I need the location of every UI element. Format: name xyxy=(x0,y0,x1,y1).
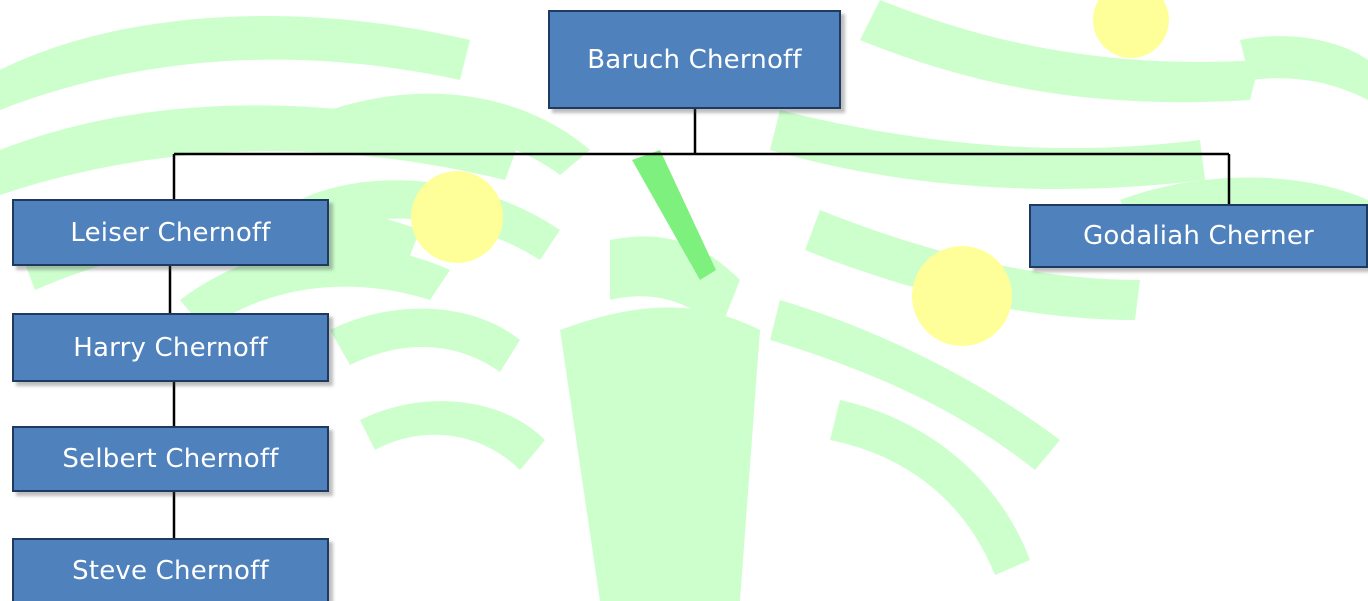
node-label: Steve Chernoff xyxy=(72,555,269,586)
node-harry-chernoff: Harry Chernoff xyxy=(12,313,329,382)
node-godaliah-cherner: Godaliah Cherner xyxy=(1029,204,1368,268)
node-label: Baruch Chernoff xyxy=(587,44,802,75)
node-label: Selbert Chernoff xyxy=(62,444,279,474)
node-selbert-chernoff: Selbert Chernoff xyxy=(12,426,329,492)
node-baruch-chernoff: Baruch Chernoff xyxy=(548,10,841,109)
node-label: Godaliah Cherner xyxy=(1083,221,1314,251)
node-leiser-chernoff: Leiser Chernoff xyxy=(12,199,329,266)
node-label: Harry Chernoff xyxy=(73,332,268,363)
node-steve-chernoff: Steve Chernoff xyxy=(12,538,329,601)
node-label: Leiser Chernoff xyxy=(70,217,271,248)
